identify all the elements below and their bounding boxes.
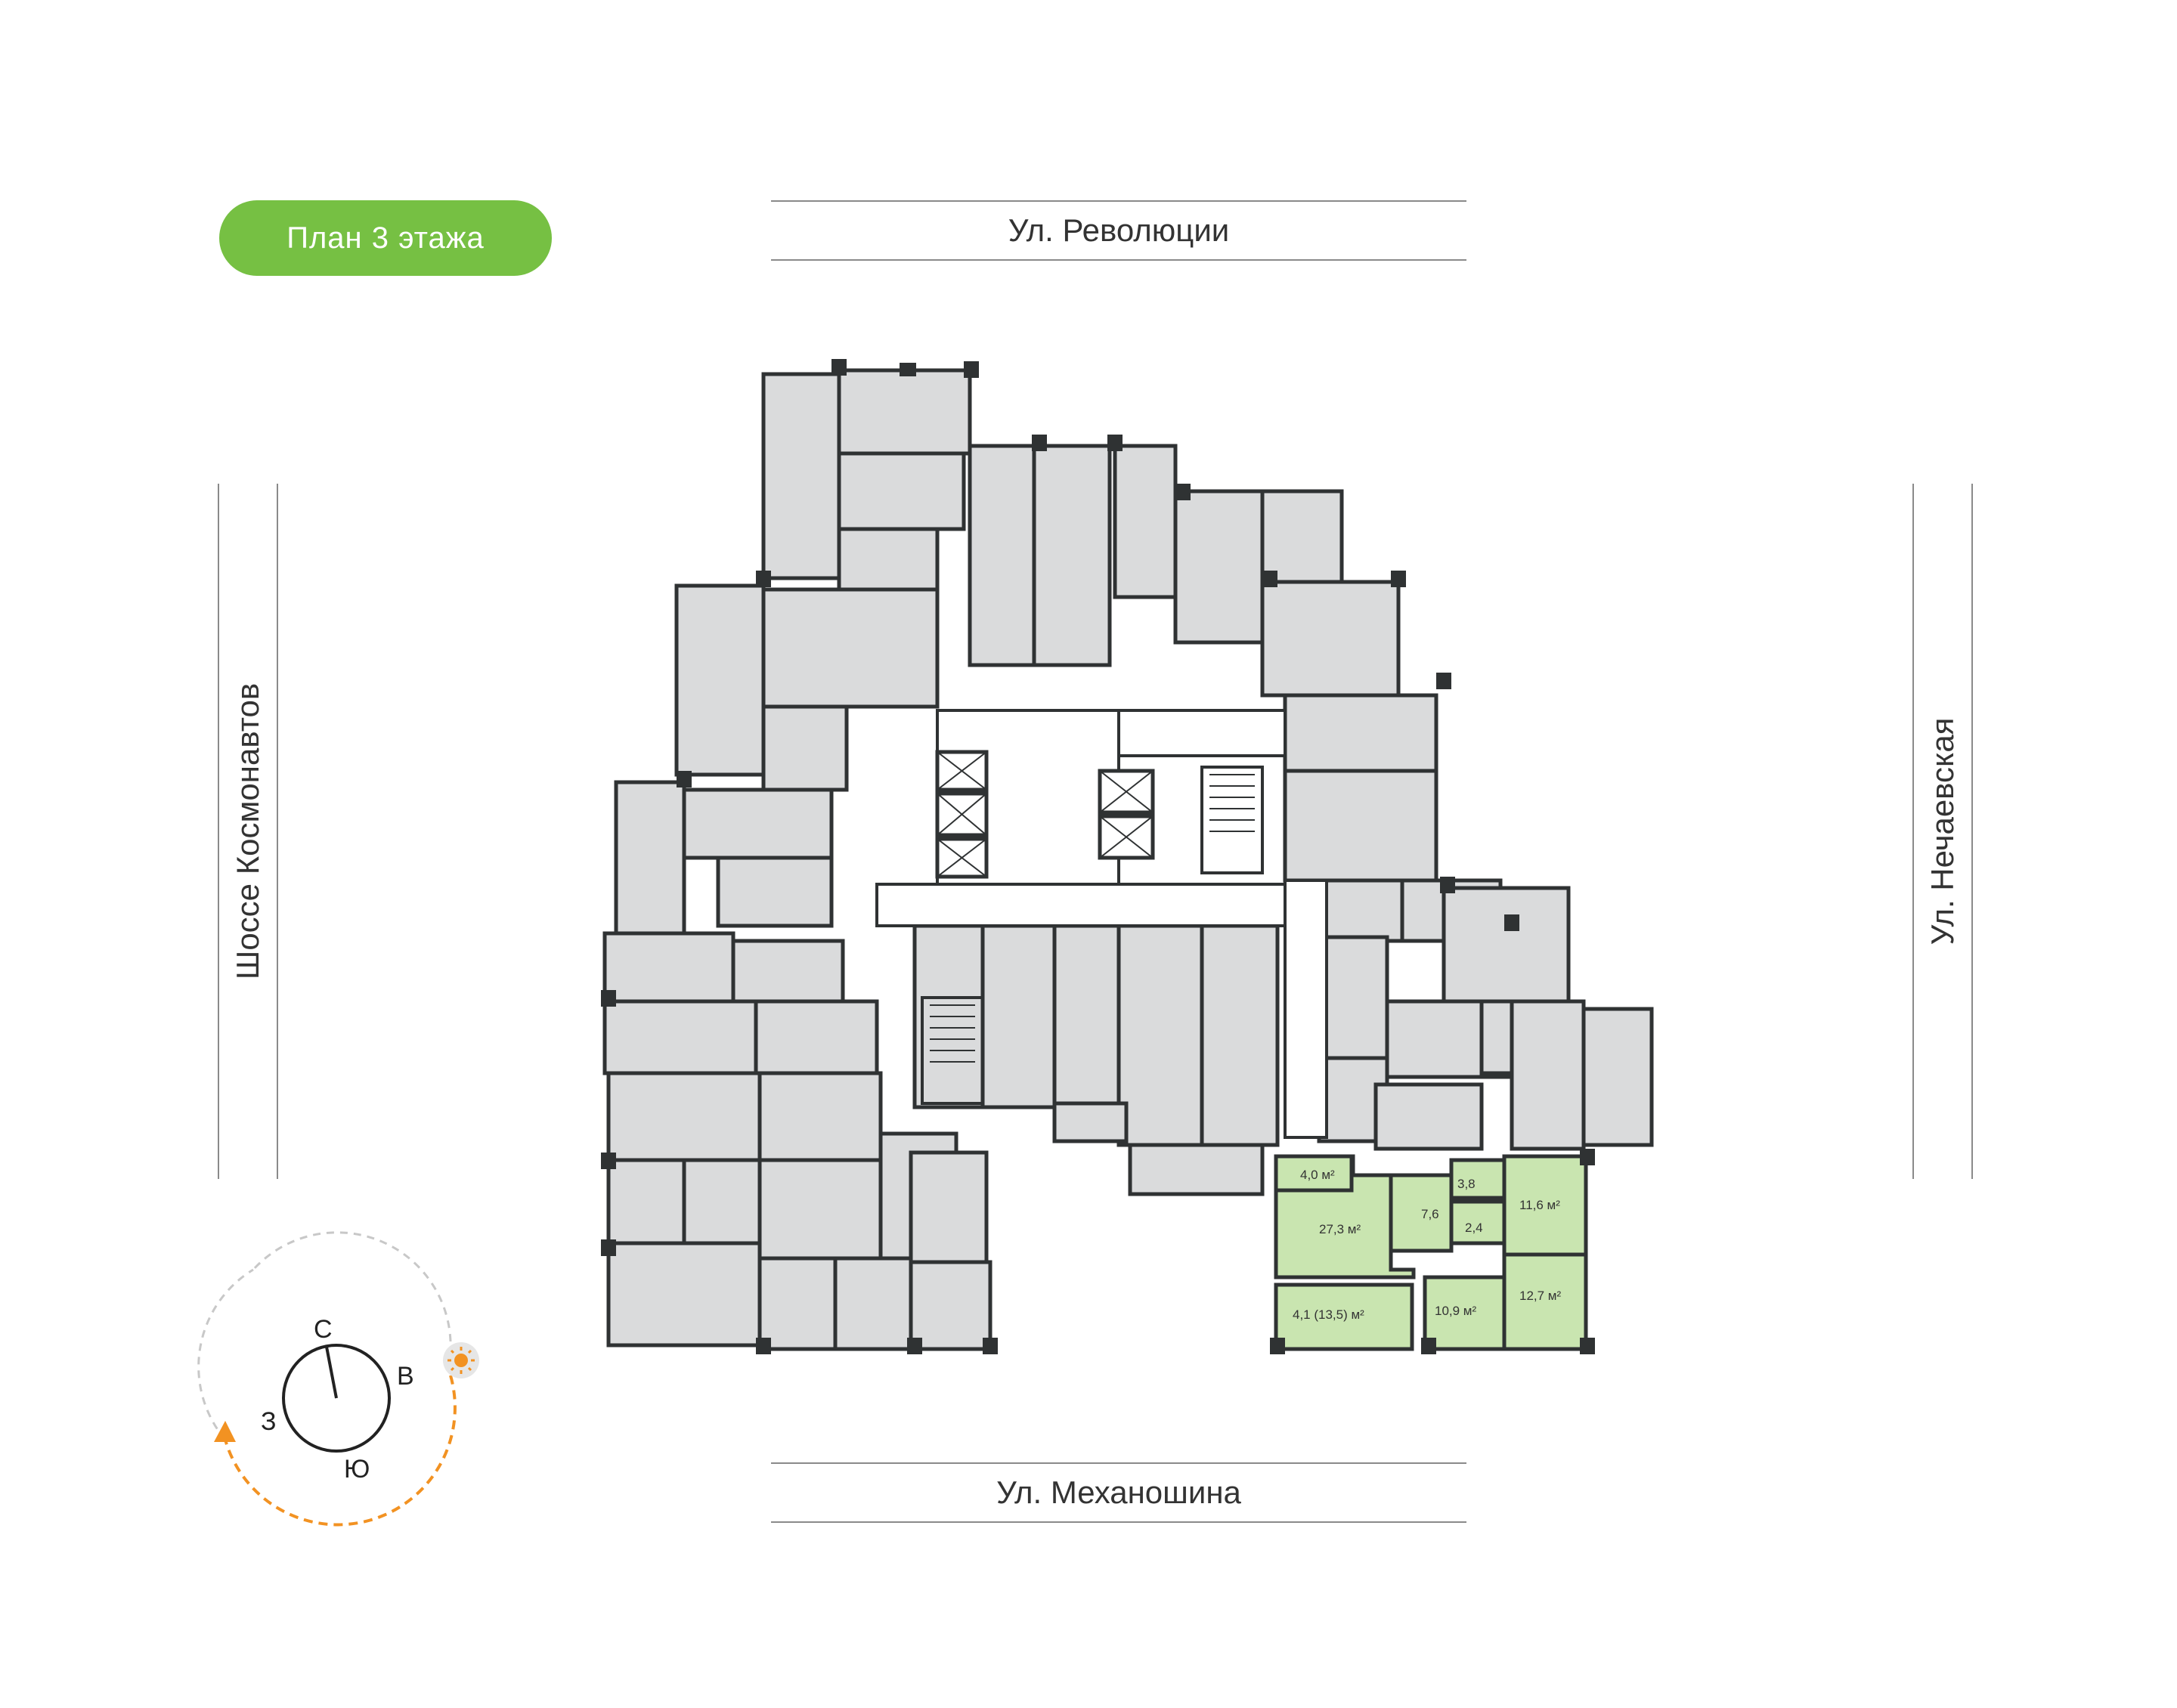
apartment-room[interactable]	[682, 787, 834, 860]
sun-path-arc	[224, 1375, 457, 1527]
apartment-room[interactable]	[602, 931, 735, 1007]
area-label: 3,8	[1457, 1177, 1476, 1191]
apartment-room[interactable]	[1032, 444, 1112, 667]
apartment-room[interactable]	[835, 368, 972, 456]
apartment-room[interactable]	[909, 1260, 993, 1351]
apartment-room[interactable]	[757, 1158, 883, 1268]
apartment-room[interactable]	[682, 1158, 762, 1245]
apartment-room[interactable]	[1313, 878, 1404, 943]
compass-needle	[325, 1346, 338, 1399]
compass-east: В	[397, 1362, 414, 1391]
apartment-room[interactable]	[1116, 924, 1204, 1147]
apartment-room[interactable]	[1283, 693, 1438, 773]
apartment-room[interactable]	[1200, 924, 1280, 1147]
compass-night-arc	[252, 1231, 452, 1342]
street-south: Ул. Механошина	[771, 1462, 1466, 1523]
apartment-room[interactable]	[968, 444, 1036, 667]
street-west: Шоссе Космонавтов	[218, 484, 278, 1179]
floor-title-badge: План 3 этажа	[219, 200, 552, 276]
apartment-room[interactable]	[761, 704, 849, 792]
compass: С В Ю З	[197, 1231, 479, 1527]
apartment-room-corridor[interactable]	[1389, 1173, 1454, 1253]
apartment-room[interactable]	[731, 939, 845, 1007]
apartment-room-bedroom-3[interactable]	[1423, 1275, 1507, 1351]
apartment-room[interactable]	[1128, 1143, 1265, 1196]
apartment-room-bedroom-1[interactable]	[1502, 1154, 1588, 1257]
apartment-room[interactable]	[1442, 886, 1571, 1004]
apartment-room[interactable]	[761, 587, 940, 709]
apartment-room[interactable]	[1052, 924, 1121, 1109]
apartment-room[interactable]	[909, 1150, 989, 1264]
apartment-room[interactable]	[1581, 1007, 1654, 1147]
compass-north: С	[314, 1315, 333, 1344]
compass-west: З	[261, 1407, 277, 1436]
apartment-room[interactable]	[602, 999, 758, 1075]
apartment-room-hall[interactable]	[1274, 1154, 1354, 1193]
apartment-room[interactable]	[606, 1071, 762, 1162]
apartment-room[interactable]	[1373, 1082, 1484, 1151]
apartment-room[interactable]	[754, 999, 879, 1075]
street-south-label: Ул. Механошина	[996, 1474, 1241, 1510]
area-label: 12,7 м²	[1519, 1289, 1561, 1303]
apartment-room[interactable]	[614, 780, 686, 936]
sun-icon	[443, 1342, 479, 1378]
apartment-room[interactable]	[757, 1071, 883, 1162]
apartment-room[interactable]	[606, 1241, 762, 1348]
apartment-room[interactable]	[674, 583, 766, 777]
apartment-room[interactable]	[1283, 769, 1438, 883]
apartment-room[interactable]	[1052, 1101, 1129, 1143]
apartment-room[interactable]	[761, 372, 841, 580]
sun-path-arrow-icon	[214, 1421, 236, 1442]
area-label: 10,9 м²	[1435, 1304, 1476, 1318]
apartment-room[interactable]	[1113, 444, 1178, 599]
area-label: 11,6 м²	[1519, 1198, 1560, 1212]
corridor	[875, 883, 1324, 927]
apartment-room[interactable]	[606, 1158, 686, 1245]
apartment-room[interactable]	[716, 856, 834, 928]
apartment-room[interactable]	[1510, 999, 1586, 1151]
area-label: 7,6	[1421, 1207, 1439, 1221]
apartment-room[interactable]	[833, 1256, 913, 1351]
staircase	[921, 766, 1264, 1105]
apartment-room-bedroom-2[interactable]	[1502, 1252, 1588, 1351]
street-north-label: Ул. Революции	[1008, 212, 1230, 248]
apartment-room-loggia[interactable]	[1274, 1283, 1414, 1351]
apartment-room[interactable]	[980, 924, 1057, 1109]
highlighted-apartment[interactable]	[1274, 1154, 1588, 1351]
street-north: Ул. Революции	[771, 200, 1466, 261]
corridor	[1117, 709, 1287, 757]
area-label: 4,0 м²	[1300, 1168, 1335, 1182]
apartment-room[interactable]	[757, 1256, 838, 1351]
apartment-area-labels: 4,0 м² 27,3 м² 7,6 3,8 2,4 11,6 м² 12,7 …	[1293, 1168, 1561, 1322]
apartment-room[interactable]	[837, 451, 966, 531]
area-label: 27,3 м²	[1319, 1222, 1361, 1236]
apartment-room[interactable]	[1260, 580, 1401, 698]
area-label: 2,4	[1465, 1221, 1483, 1235]
street-east: Ул. Нечаевская	[1912, 484, 1973, 1179]
compass-south: Ю	[344, 1455, 370, 1484]
corridor	[1284, 879, 1328, 1139]
area-label: 4,1 (13,5) м²	[1293, 1307, 1364, 1322]
apartment-room[interactable]	[1173, 489, 1265, 645]
